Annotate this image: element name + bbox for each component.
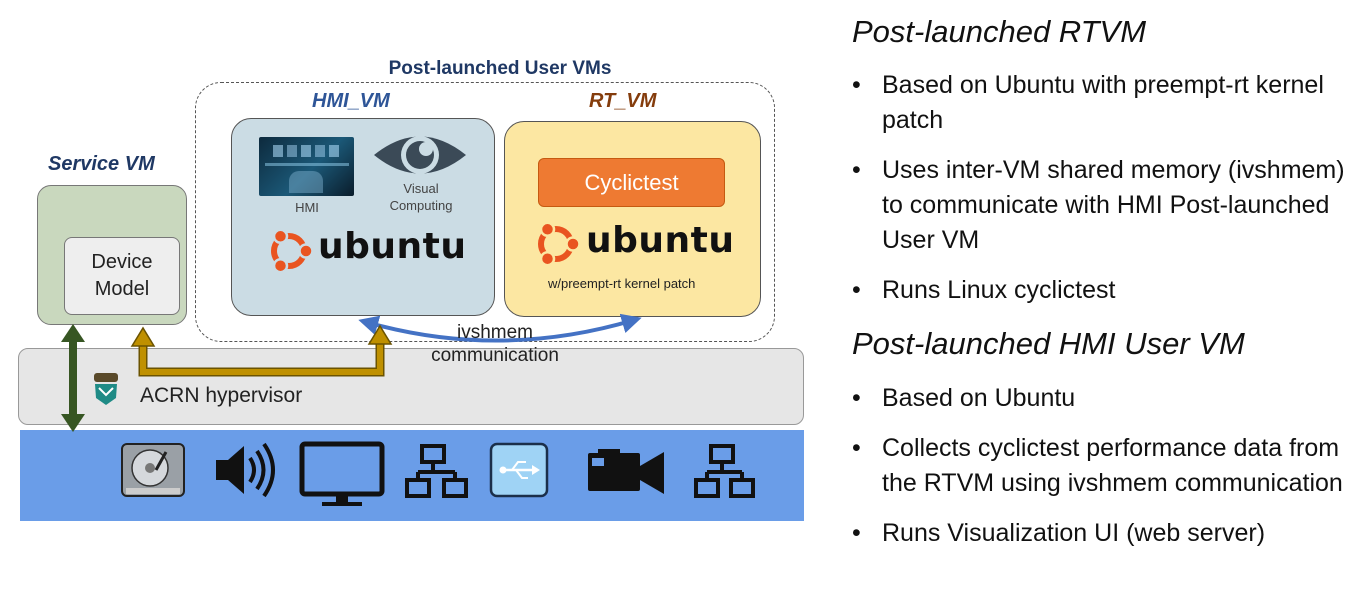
acrn-hypervisor-box [18,348,804,425]
post-launched-vms-title: Post-launched User VMs [388,58,612,79]
rtvm-bullet-list: Based on Ubuntu with preempt-rt kernel p… [852,68,1352,308]
rt-vm-title: RT_VM [589,90,657,112]
hmi-bullet-list: Based on Ubuntu Collects cyclictest perf… [852,381,1352,551]
device-model-box: Device Model [64,237,180,315]
list-item: Based on Ubuntu [852,381,1352,416]
ivshmem-label: ivshmem communication [431,322,559,366]
hmi-vm-title: HMI_VM [312,90,390,112]
ubuntu-wordmark: ubuntu [586,220,735,261]
rtvm-heading: Post-launched RTVM [852,14,1147,49]
list-item: Runs Visualization UI (web server) [852,516,1352,551]
list-item: Runs Linux cyclictest [852,273,1352,308]
service-vm-title: Service VM [48,153,155,175]
hardware-bar [20,430,804,521]
list-item: Collects cyclictest performance data fro… [852,431,1352,501]
visual-computing-label: Visual Computing [389,181,453,213]
cyclictest-box: Cyclictest [538,158,725,207]
list-item: Based on Ubuntu with preempt-rt kernel p… [852,68,1352,138]
acrn-hypervisor-label: ACRN hypervisor [140,384,303,407]
hmi-vm-heading: Post-launched HMI User VM [852,326,1245,361]
preempt-rt-note: w/preempt-rt kernel patch [548,276,696,291]
list-item: Uses inter-VM shared memory (ivshmem) to… [852,153,1352,258]
hmi-label: HMI [295,200,319,215]
ubuntu-wordmark: ubuntu [318,226,467,267]
rt-vm-box [504,121,761,317]
hmi-image [259,137,354,196]
